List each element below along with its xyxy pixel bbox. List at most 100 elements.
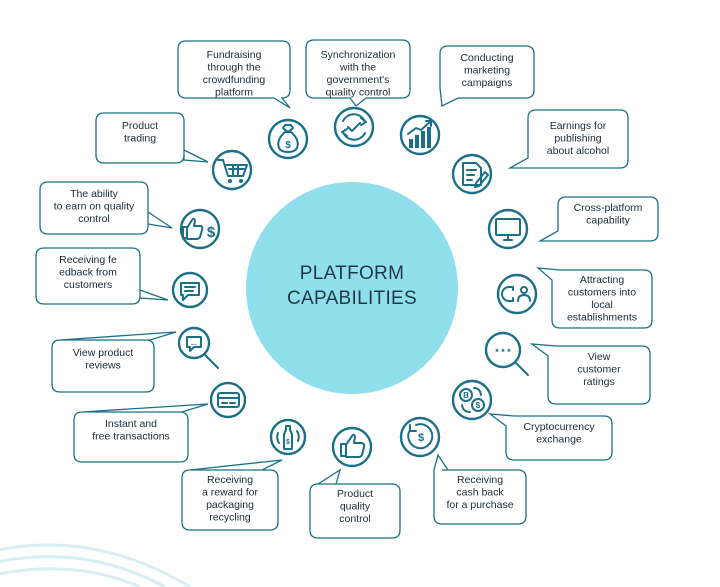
capability-label-line: Instant and: [105, 418, 157, 430]
capability-label-line: quality control: [326, 87, 391, 99]
icons: $: [180, 113, 531, 458]
capability-label-line: Earnings for: [550, 120, 607, 132]
bubble-recycling: [181, 459, 283, 531]
bubble-cross-platform: [537, 196, 659, 242]
bubble-product-trading: [95, 112, 209, 164]
monitor-icon: [495, 218, 521, 241]
growth-chart-icon: [407, 120, 432, 148]
capability-label-line: exchange: [536, 434, 582, 446]
capability-label-line: free transactions: [92, 431, 170, 443]
review-magnifier-icon: ...: [186, 336, 219, 369]
ring-rating: [484, 331, 522, 369]
capability-label-line: about alcohol: [547, 145, 609, 157]
capability-label-line: to earn on quality: [54, 201, 135, 213]
capability-label-line: control: [78, 213, 110, 225]
capability-label-line: through the: [207, 62, 260, 74]
chat-bubble-icon: [180, 282, 200, 301]
ring-bottle: [269, 418, 307, 456]
capability-label-line: cash back: [456, 487, 504, 499]
capability-label-line: trading: [124, 133, 156, 145]
capability-label-line: Synchronization: [321, 49, 396, 61]
capability-label-line: marketing: [464, 65, 510, 77]
bubble-transactions: [73, 403, 209, 463]
svg-text:B: B: [463, 391, 469, 400]
capability-label-line: control: [339, 513, 371, 525]
ring-crypto: [451, 379, 493, 421]
capability-label-line: reviews: [85, 360, 121, 372]
svg-text:$: $: [418, 432, 424, 444]
center-hub: PLATFORM CAPABILITIES: [246, 182, 458, 394]
bubble-crypto: [487, 413, 613, 461]
capability-label-line: Attracting: [580, 274, 625, 286]
sync-check-icon: [341, 113, 367, 141]
svg-text:$: $: [286, 439, 290, 446]
capability-label-line: establishments: [567, 312, 637, 324]
ring-magnet-person: [496, 273, 538, 315]
bubble-earnings-alcohol: [507, 109, 629, 169]
capability-label-line: ratings: [583, 376, 615, 388]
bubble-view-ratings: [529, 343, 651, 405]
svg-text:$: $: [285, 140, 291, 151]
center-title-line-2: CAPABILITIES: [287, 288, 417, 309]
background-arcs: [0, 543, 191, 587]
bubble-marketing: [439, 45, 535, 107]
magnet-person-icon: [501, 286, 531, 302]
money-bag-icon: $: [277, 124, 299, 153]
capability-label-line: local: [591, 299, 613, 311]
bubble-synchronization: [305, 39, 411, 107]
ring-review: [177, 326, 211, 360]
capability-label-line: Receiving: [207, 474, 253, 486]
capability-label-line: Product: [337, 488, 373, 500]
svg-text:$: $: [207, 224, 216, 241]
document-pen-icon: [462, 162, 489, 188]
capability-label-line: crowdfunding: [203, 74, 266, 86]
bubble-cashback: [433, 453, 527, 525]
capability-label-line: platform: [215, 87, 253, 99]
bubble-fundraising: [177, 40, 291, 109]
svg-text:$: $: [476, 401, 481, 410]
capability-label-line: for a purchase: [446, 499, 513, 511]
capability-label-line: Conducting: [460, 52, 513, 64]
thumbs-up-icon: [340, 433, 366, 458]
ring-growth-chart: [399, 114, 441, 156]
bubble-attracting: [536, 267, 653, 329]
capability-label-line: quality: [340, 501, 371, 513]
capability-label-line: View product: [73, 347, 134, 359]
svg-text:* * *: * * *: [495, 347, 511, 357]
capability-label-line: Product: [122, 120, 158, 132]
capability-label-line: View: [588, 351, 611, 363]
capability-label-line: Fundraising: [207, 49, 262, 61]
ring-card: [209, 381, 247, 419]
thumbs-up-dollar-icon: $: [182, 217, 216, 241]
capability-label-line: recycling: [209, 512, 251, 524]
svg-text:...: ...: [191, 340, 197, 347]
ring-monitor: [487, 208, 529, 250]
capability-label-line: The ability: [70, 188, 119, 200]
bottle-recycle-icon: $: [276, 425, 300, 450]
capability-label-line: a reward for: [202, 487, 259, 499]
cashback-icon: $: [407, 423, 434, 450]
capability-label-line: edback from: [59, 267, 117, 279]
bubble-quality-control: [309, 468, 401, 539]
capability-label-line: customers: [64, 279, 112, 291]
capability-label-line: publishing: [554, 133, 601, 145]
capability-label-line: packaging: [206, 499, 254, 511]
capability-label-line: capability: [586, 215, 631, 227]
capability-label-line: Receiving: [457, 474, 503, 486]
capability-label-line: customers into: [568, 287, 636, 299]
